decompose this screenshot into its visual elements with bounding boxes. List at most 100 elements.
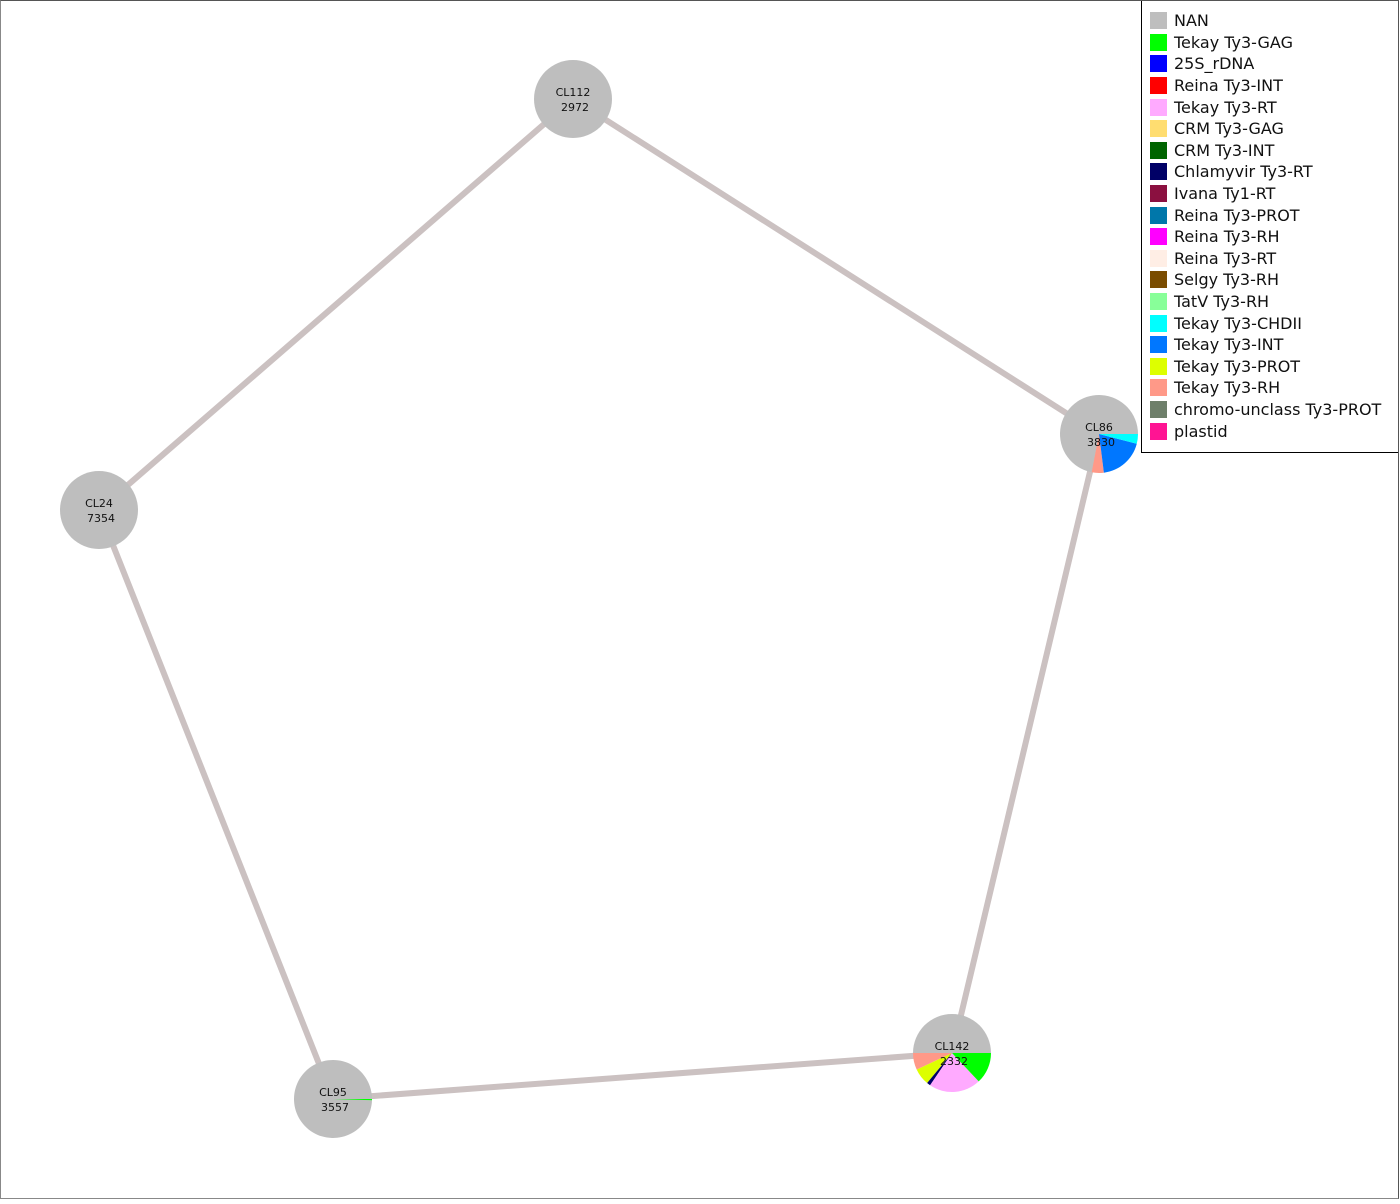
legend-swatch: [1150, 33, 1167, 51]
node-CL24[interactable]: CL24 7354: [60, 471, 138, 549]
legend-label: Tekay Ty3-RH: [1174, 378, 1281, 398]
legend-label: Reina Ty3-INT: [1174, 76, 1283, 96]
node-label: CL95: [319, 1086, 347, 1099]
legend-swatch: [1150, 77, 1167, 95]
node-size: 2332: [940, 1055, 968, 1068]
legend-item: Selgy Ty3-RH: [1142, 269, 1398, 291]
edge-CL112-CL86: [571, 96, 1101, 437]
node-CL112[interactable]: CL112 2972: [534, 60, 612, 138]
legend-item: Tekay Ty3-INT: [1142, 334, 1398, 356]
edge-CL24-CL112: [97, 96, 575, 513]
legend-item: CRM Ty3-INT: [1142, 140, 1398, 162]
legend-item: 25S_rDNA: [1142, 53, 1398, 75]
legend-item: Reina Ty3-RT: [1142, 248, 1398, 270]
legend-swatch: [1150, 141, 1167, 159]
node-slice: [913, 1053, 952, 1070]
node-slice: [913, 1014, 991, 1053]
node-label: CL142: [935, 1040, 970, 1053]
node-slice: [60, 471, 138, 549]
legend-label: CRM Ty3-GAG: [1174, 119, 1284, 139]
legend-swatch: [1150, 271, 1167, 289]
legend-swatch: [1150, 400, 1167, 418]
legend-label: Tekay Ty3-RT: [1174, 97, 1277, 117]
legend-label: Ivana Ty1-RT: [1174, 184, 1276, 204]
node-CL95[interactable]: CL95 3557: [294, 1059, 372, 1138]
legend-item: Reina Ty3-RH: [1142, 226, 1398, 248]
legend-swatch: [1150, 357, 1167, 375]
legend-item: Reina Ty3-PROT: [1142, 204, 1398, 226]
node-size: 3557: [321, 1101, 349, 1114]
legend-swatch: [1150, 249, 1167, 267]
node-size: 7354: [87, 512, 115, 525]
node-slice: [916, 1053, 952, 1084]
node-slice: [333, 1099, 372, 1101]
legend-swatch: [1150, 163, 1167, 181]
legend-swatch: [1150, 228, 1167, 246]
legend-swatch: [1150, 379, 1167, 397]
legend-item: Ivana Ty1-RT: [1142, 183, 1398, 205]
legend-item: Tekay Ty3-CHDII: [1142, 312, 1398, 334]
legend-swatch: [1150, 206, 1167, 224]
legend-item: Tekay Ty3-RT: [1142, 96, 1398, 118]
legend-label: Reina Ty3-RH: [1174, 227, 1280, 247]
legend-label: NAN: [1174, 11, 1209, 31]
legend-swatch: [1150, 120, 1167, 138]
legend-label: Chlamyvir Ty3-RT: [1174, 162, 1313, 182]
edges-layer: [96, 96, 1102, 1102]
node-slice: [952, 1053, 991, 1082]
legend-item: Chlamyvir Ty3-RT: [1142, 161, 1398, 183]
node-slice: [1099, 434, 1137, 473]
legend-item: TatV Ty3-RH: [1142, 291, 1398, 313]
edge-CL86-CL142: [949, 433, 1102, 1054]
legend-label: chromo-unclass Ty3-PROT: [1174, 399, 1382, 419]
legend-label: 25S_rDNA: [1174, 54, 1255, 74]
legend-label: Tekay Ty3-INT: [1174, 335, 1284, 355]
legend-label: Tekay Ty3-PROT: [1174, 356, 1301, 376]
legend-label: CRM Ty3-INT: [1174, 140, 1275, 160]
legend-label: Selgy Ty3-RH: [1174, 270, 1280, 290]
legend-label: TatV Ty3-RH: [1174, 292, 1270, 312]
legend-swatch: [1150, 12, 1167, 30]
legend-label: Tekay Ty3-CHDII: [1174, 313, 1302, 333]
node-slice: [930, 1053, 979, 1092]
node-label: CL86: [1085, 421, 1113, 434]
node-label: CL24: [85, 497, 113, 510]
legend-item: Reina Ty3-INT: [1142, 75, 1398, 97]
node-slice: [534, 60, 612, 138]
node-CL86[interactable]: CL86 3830: [1060, 395, 1138, 473]
legend-swatch: [1150, 293, 1167, 311]
legend-item: CRM Ty3-GAG: [1142, 118, 1398, 140]
legend-item: chromo-unclass Ty3-PROT: [1142, 399, 1398, 421]
legend-swatch: [1150, 336, 1167, 354]
node-size: 3830: [1087, 436, 1115, 449]
legend-swatch: [1150, 98, 1167, 116]
legend-item: Tekay Ty3-PROT: [1142, 356, 1398, 378]
legend-item: plastid: [1142, 420, 1398, 442]
legend-item: Tekay Ty3-RH: [1142, 377, 1398, 399]
node-slice: [1091, 434, 1104, 473]
legend-label: plastid: [1174, 421, 1228, 441]
legend-swatch: [1150, 55, 1167, 73]
node-slice: [927, 1053, 952, 1086]
legend-label: Tekay Ty3-GAG: [1174, 32, 1293, 52]
legend-label: Reina Ty3-RT: [1174, 248, 1277, 268]
legend-label: Reina Ty3-PROT: [1174, 205, 1300, 225]
legend-item: Tekay Ty3-GAG: [1142, 32, 1398, 54]
legend-item: NAN: [1142, 10, 1398, 32]
legend-swatch: [1150, 314, 1167, 332]
legend-swatch: [1150, 422, 1167, 440]
node-slice: [1099, 434, 1138, 444]
node-slice: [294, 1059, 372, 1138]
node-slice: [1060, 395, 1138, 473]
edge-CL95-CL24: [96, 508, 336, 1101]
legend-swatch: [1150, 185, 1167, 203]
node-size: 2972: [561, 101, 589, 114]
node-label: CL112: [556, 86, 591, 99]
node-CL142[interactable]: CL142 2332: [913, 1014, 991, 1092]
edge-CL142-CL95: [332, 1050, 953, 1102]
